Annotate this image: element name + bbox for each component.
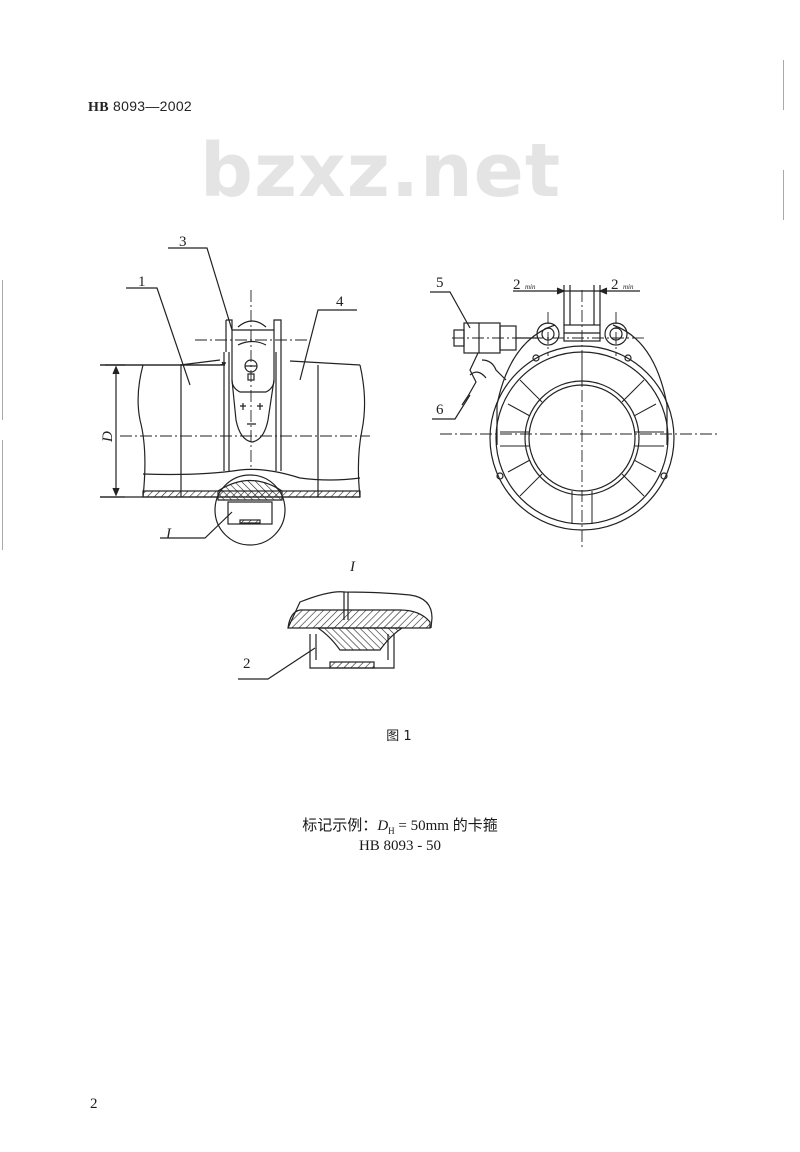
scan-edge-mark bbox=[2, 440, 3, 550]
part-label-2: 2 bbox=[243, 656, 251, 672]
marking-equation: = 50mm 的卡箍 bbox=[394, 818, 498, 834]
marking-code: HB 8093 - 50 bbox=[358, 838, 442, 854]
page-number: 2 bbox=[90, 1096, 98, 1112]
figure-title: 图 1 bbox=[386, 729, 412, 744]
part-label-3: 3 bbox=[179, 234, 187, 250]
dim-min-left: 2 bbox=[513, 277, 521, 293]
watermark: bzxz.net bbox=[200, 128, 562, 214]
part-label-6: 6 bbox=[436, 402, 444, 418]
cross-section-view bbox=[430, 285, 720, 548]
detail-view bbox=[238, 591, 433, 680]
part-label-5: 5 bbox=[436, 275, 444, 291]
dim-min-right: 2 bbox=[611, 277, 619, 293]
part-label-4: 4 bbox=[336, 294, 344, 310]
detail-title: I bbox=[349, 559, 356, 575]
side-view bbox=[100, 247, 370, 546]
marking-subscript: H bbox=[388, 826, 395, 836]
part-label-1: 1 bbox=[138, 274, 146, 290]
dim-min-left-suffix: min bbox=[525, 283, 536, 291]
scan-edge-mark bbox=[2, 280, 3, 420]
detail-label: I bbox=[165, 526, 172, 542]
scan-edge-mark bbox=[783, 170, 784, 220]
standard-header: HB 8093—2002 bbox=[88, 98, 192, 116]
dim-min-right-suffix: min bbox=[623, 283, 634, 291]
scan-edge-mark bbox=[783, 60, 784, 110]
standard-prefix: HB bbox=[88, 100, 109, 115]
marking-example-prefix: 标记示例： bbox=[302, 818, 378, 834]
marking-example: 标记示例：DH = 50mm 的卡箍 bbox=[0, 814, 800, 836]
dimension-label: D bbox=[100, 431, 116, 443]
standard-number: 8093—2002 bbox=[113, 98, 193, 114]
marking-symbol: D bbox=[377, 818, 389, 834]
